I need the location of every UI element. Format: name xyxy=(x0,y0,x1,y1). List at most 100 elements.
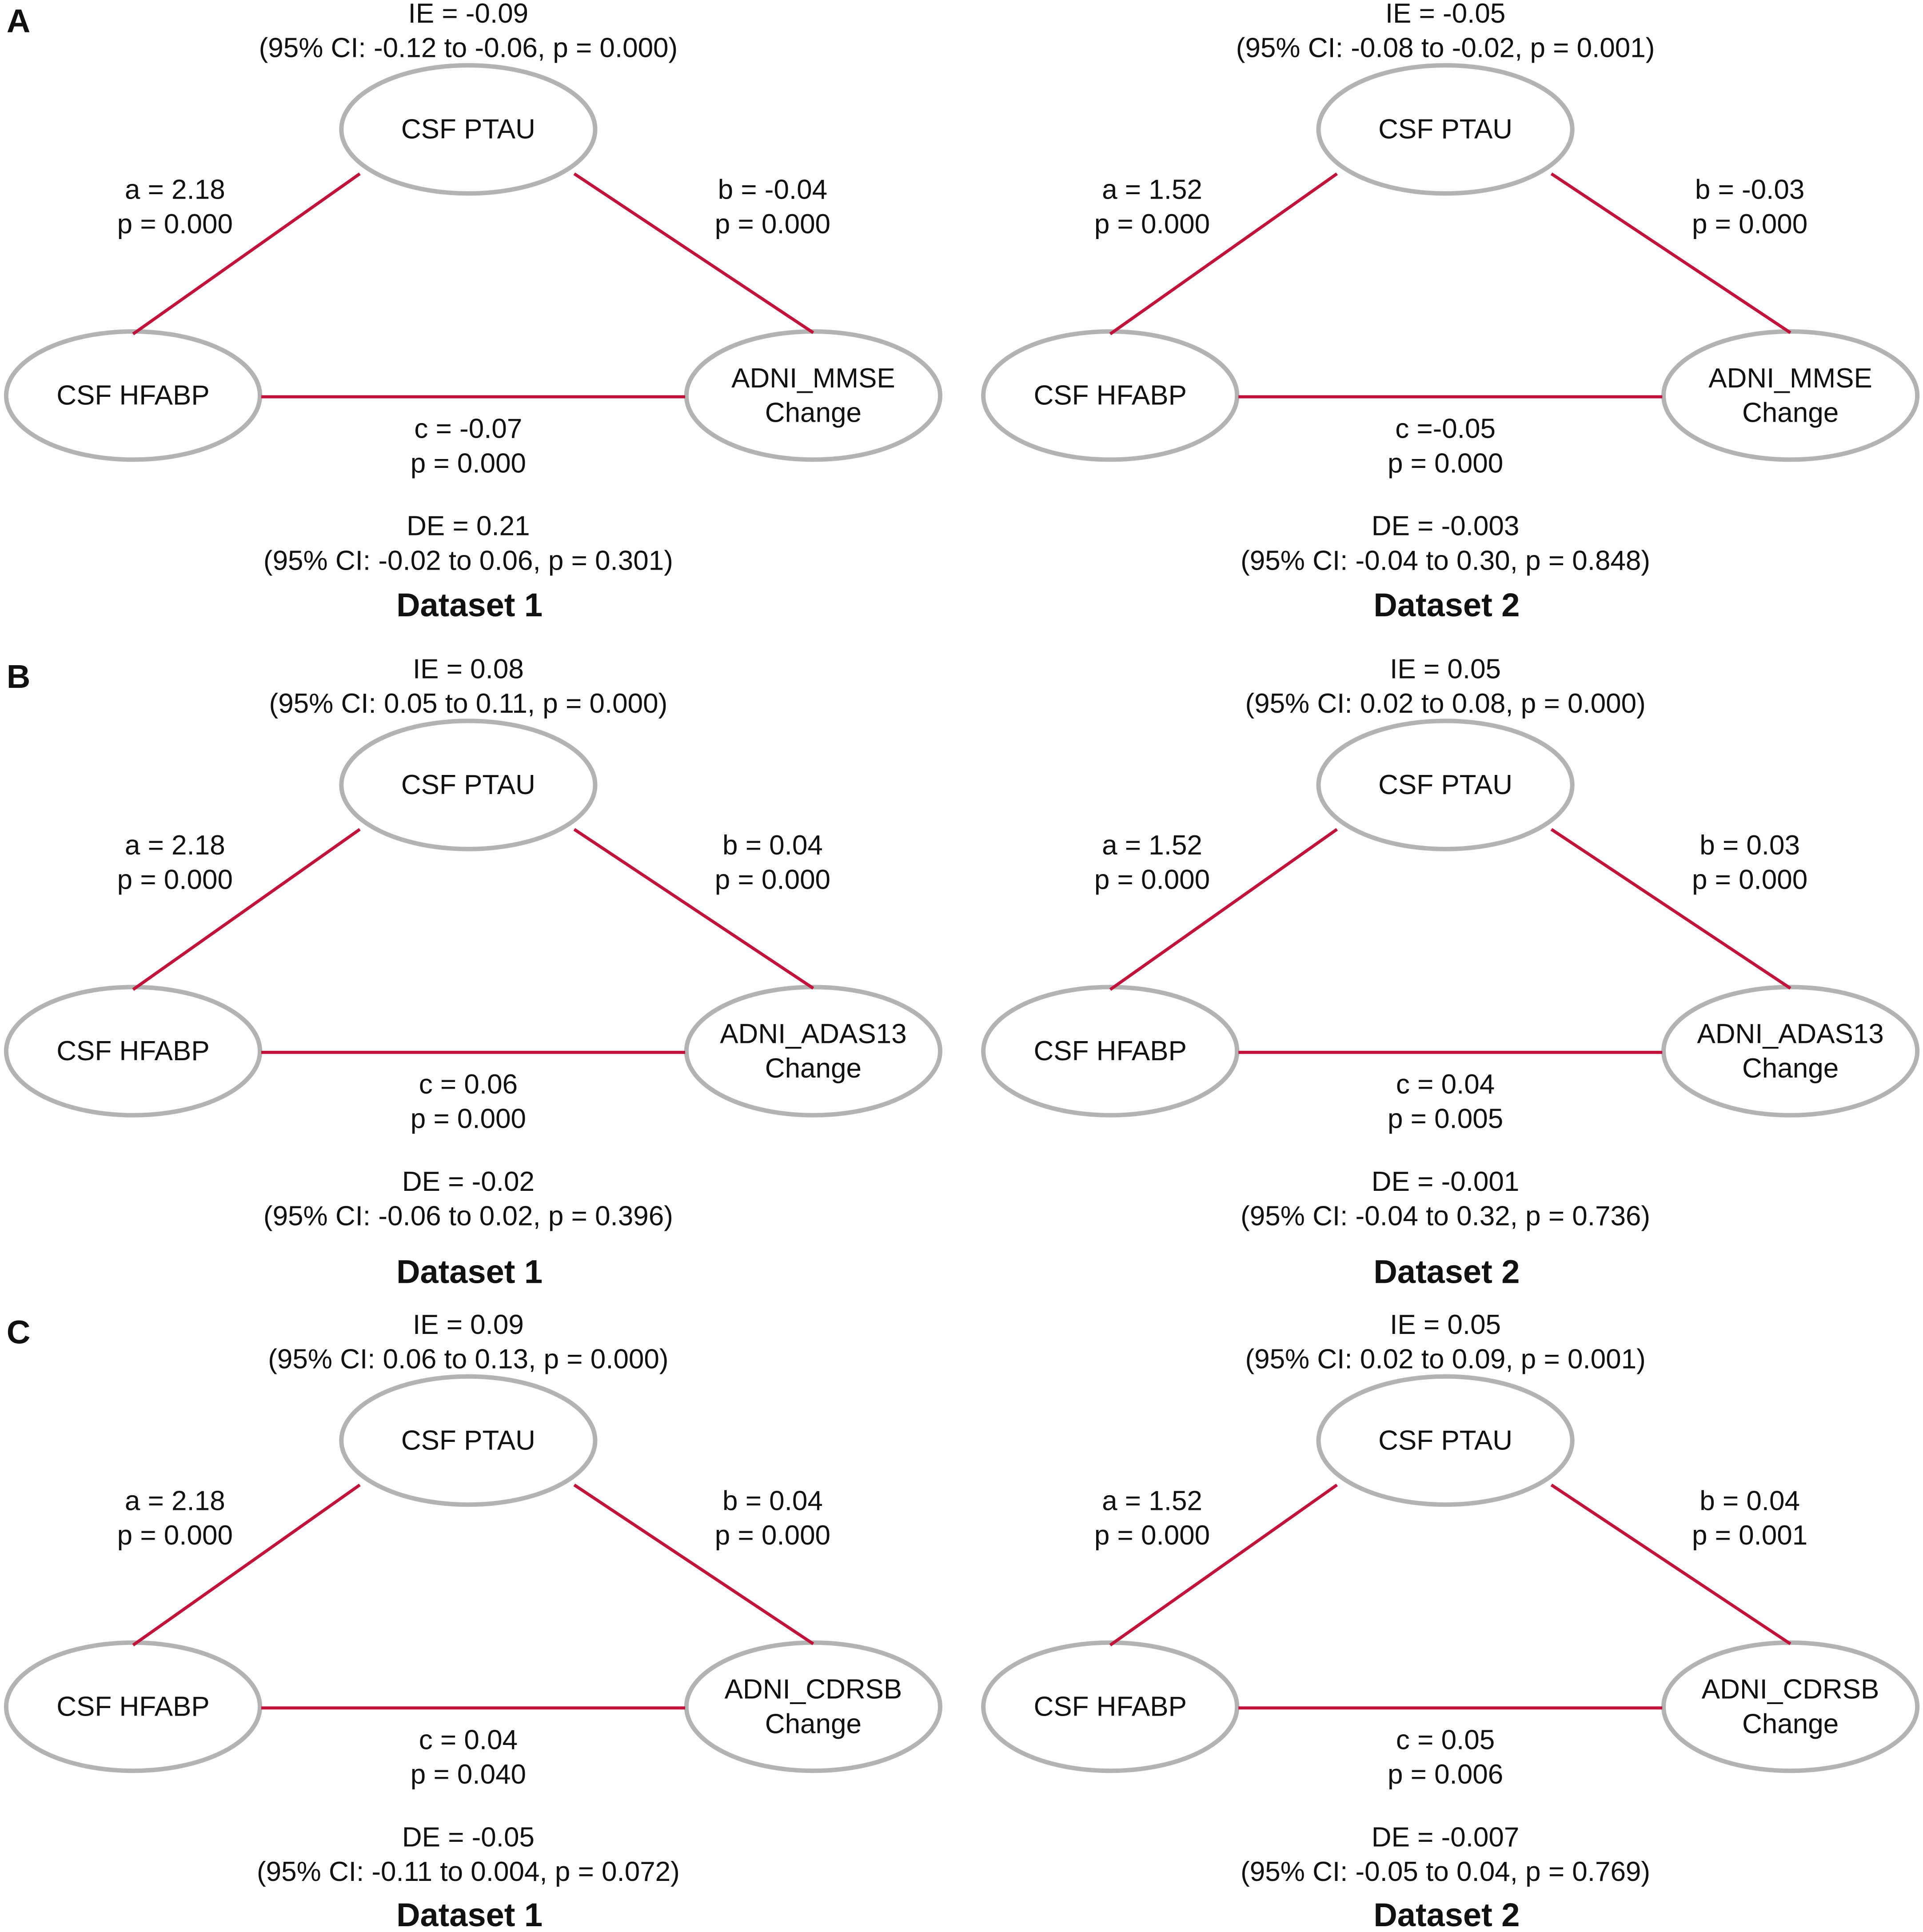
outcome-node-label-line-1: ADNI_CDRSB xyxy=(725,1674,902,1705)
path-c-label-line-2: p = 0.006 xyxy=(1388,1759,1503,1790)
outcome-node-ellipse xyxy=(1661,985,1920,1118)
outcome-node-label-line-2: Change xyxy=(765,1053,862,1084)
predictor-node-ellipse xyxy=(4,1640,263,1773)
path-c-label-line-2: p = 0.040 xyxy=(411,1759,526,1790)
path-b-label-line-2: p = 0.001 xyxy=(1692,1520,1807,1551)
path-c-label-line-1: c = 0.05 xyxy=(1396,1724,1495,1755)
path-c-label-line-1: c = 0.04 xyxy=(419,1724,518,1755)
outcome-node-label-line-1: ADNI_ADAS13 xyxy=(1697,1018,1883,1049)
predictor-node-label: CSF HFABP xyxy=(1033,1692,1187,1722)
path-a-label-line-2: p = 0.000 xyxy=(1094,209,1210,240)
outcome-node-label-line-1: ADNI_CDRSB xyxy=(1702,1674,1879,1705)
panel-letter: A xyxy=(7,3,30,40)
mediator-node-label: CSF PTAU xyxy=(1378,1425,1512,1456)
path-c-label-line-1: c = 0.04 xyxy=(1396,1069,1495,1100)
outcome-node-ellipse xyxy=(684,985,943,1118)
path-c-label-line-2: p = 0.000 xyxy=(1388,448,1503,479)
indirect-effect-label-line-2: (95% CI: -0.08 to -0.02, p = 0.001) xyxy=(1236,33,1655,64)
outcome-node-label-line-1: ADNI_MMSE xyxy=(731,363,895,394)
outcome-node-label-line-2: Change xyxy=(765,1708,862,1739)
indirect-effect-label-line-1: IE = -0.05 xyxy=(1385,0,1506,29)
dataset-title: Dataset 1 xyxy=(396,1896,543,1932)
predictor-node-ellipse xyxy=(981,329,1240,462)
path-a-arrow xyxy=(132,828,361,991)
mediator-node-ellipse xyxy=(339,63,598,196)
predictor-node-ellipse xyxy=(981,1640,1240,1773)
indirect-effect-label-line-1: IE = 0.05 xyxy=(1390,654,1501,684)
path-b-label-line-2: p = 0.000 xyxy=(1692,865,1807,895)
panel-letter: B xyxy=(7,658,30,695)
mediator-node-ellipse xyxy=(1316,1374,1575,1507)
mediator-node-ellipse xyxy=(1316,63,1575,196)
indirect-effect-label-line-2: (95% CI: 0.02 to 0.09, p = 0.001) xyxy=(1245,1344,1645,1374)
direct-effect-label-line-1: DE = -0.003 xyxy=(1372,511,1520,542)
indirect-effect-label-line-1: IE = 0.05 xyxy=(1390,1309,1501,1340)
indirect-effect-label-line-1: IE = 0.09 xyxy=(413,1309,524,1340)
direct-effect-label-line-2: (95% CI: -0.04 to 0.30, p = 0.848) xyxy=(1241,545,1650,576)
path-a-arrow xyxy=(132,1483,361,1647)
path-a-label-line-2: p = 0.000 xyxy=(1094,1520,1210,1551)
indirect-effect-label-line-2: (95% CI: -0.12 to -0.06, p = 0.000) xyxy=(259,33,678,64)
path-a-label-line-1: a = 1.52 xyxy=(1102,1485,1202,1516)
dataset-title: Dataset 2 xyxy=(1373,587,1520,623)
path-a-label-line-2: p = 0.000 xyxy=(117,1520,233,1551)
path-a-label-line-1: a = 1.52 xyxy=(1102,830,1202,861)
path-c-label-line-2: p = 0.000 xyxy=(411,448,526,479)
outcome-node-label-line-2: Change xyxy=(1742,1053,1839,1084)
outcome-node-label-line-1: ADNI_ADAS13 xyxy=(720,1018,906,1049)
path-b-arrow xyxy=(573,172,814,334)
indirect-effect-label-line-2: (95% CI: 0.02 to 0.08, p = 0.000) xyxy=(1245,688,1645,719)
direct-effect-label-line-1: DE = -0.001 xyxy=(1372,1166,1520,1197)
mediator-node-ellipse xyxy=(1316,719,1575,851)
mediator-node-ellipse xyxy=(339,719,598,851)
path-b-arrow xyxy=(1550,172,1791,334)
direct-effect-label-line-1: DE = -0.02 xyxy=(402,1166,535,1197)
predictor-node-label: CSF HFABP xyxy=(1033,380,1187,411)
predictor-node-label: CSF HFABP xyxy=(1033,1036,1187,1066)
path-a-arrow xyxy=(1109,172,1338,335)
direct-effect-label-line-2: (95% CI: -0.05 to 0.04, p = 0.769) xyxy=(1241,1856,1650,1887)
mediator-node-label: CSF PTAU xyxy=(401,114,535,145)
outcome-node-ellipse xyxy=(1661,1640,1920,1773)
direct-effect-label-line-1: DE = -0.007 xyxy=(1372,1822,1520,1853)
path-a-label-line-2: p = 0.000 xyxy=(1094,865,1210,895)
outcome-node-label-line-2: Change xyxy=(1742,1708,1839,1739)
path-b-arrow xyxy=(1550,1483,1791,1645)
direct-effect-label-line-2: (95% CI: -0.04 to 0.32, p = 0.736) xyxy=(1241,1201,1650,1232)
path-a-label-line-2: p = 0.000 xyxy=(117,865,233,895)
path-c-label-line-1: c = 0.06 xyxy=(419,1069,518,1100)
dataset-title: Dataset 2 xyxy=(1373,1253,1520,1290)
path-b-label-line-1: b = 0.03 xyxy=(1700,830,1800,861)
predictor-node-label: CSF HFABP xyxy=(56,380,210,411)
path-c-label-line-1: c = -0.07 xyxy=(414,414,522,444)
direct-effect-label-line-1: DE = -0.05 xyxy=(402,1822,535,1853)
path-b-arrow xyxy=(573,828,814,990)
path-c-label-line-2: p = 0.000 xyxy=(411,1104,526,1134)
path-a-arrow xyxy=(1109,1483,1338,1647)
path-a-label-line-1: a = 1.52 xyxy=(1102,175,1202,205)
dataset-title: Dataset 2 xyxy=(1373,1896,1520,1932)
indirect-effect-label-line-1: IE = 0.08 xyxy=(413,654,524,684)
indirect-effect-label-line-1: IE = -0.09 xyxy=(408,0,529,29)
direct-effect-label-line-2: (95% CI: -0.06 to 0.02, p = 0.396) xyxy=(263,1201,673,1232)
outcome-node-label-line-1: ADNI_MMSE xyxy=(1708,363,1872,394)
path-b-label-line-2: p = 0.000 xyxy=(1692,209,1807,240)
panel-letter: C xyxy=(7,1313,30,1350)
path-a-label-line-1: a = 2.18 xyxy=(125,1485,225,1516)
outcome-node-ellipse xyxy=(684,1640,943,1773)
direct-effect-label-line-1: DE = 0.21 xyxy=(407,511,530,542)
indirect-effect-label-line-2: (95% CI: 0.06 to 0.13, p = 0.000) xyxy=(268,1344,668,1374)
path-b-label-line-2: p = 0.000 xyxy=(715,865,830,895)
mediator-node-label: CSF PTAU xyxy=(1378,114,1512,145)
mediator-node-label: CSF PTAU xyxy=(401,770,535,800)
path-a-arrow xyxy=(132,172,361,335)
path-b-label-line-1: b = -0.03 xyxy=(1695,175,1804,205)
